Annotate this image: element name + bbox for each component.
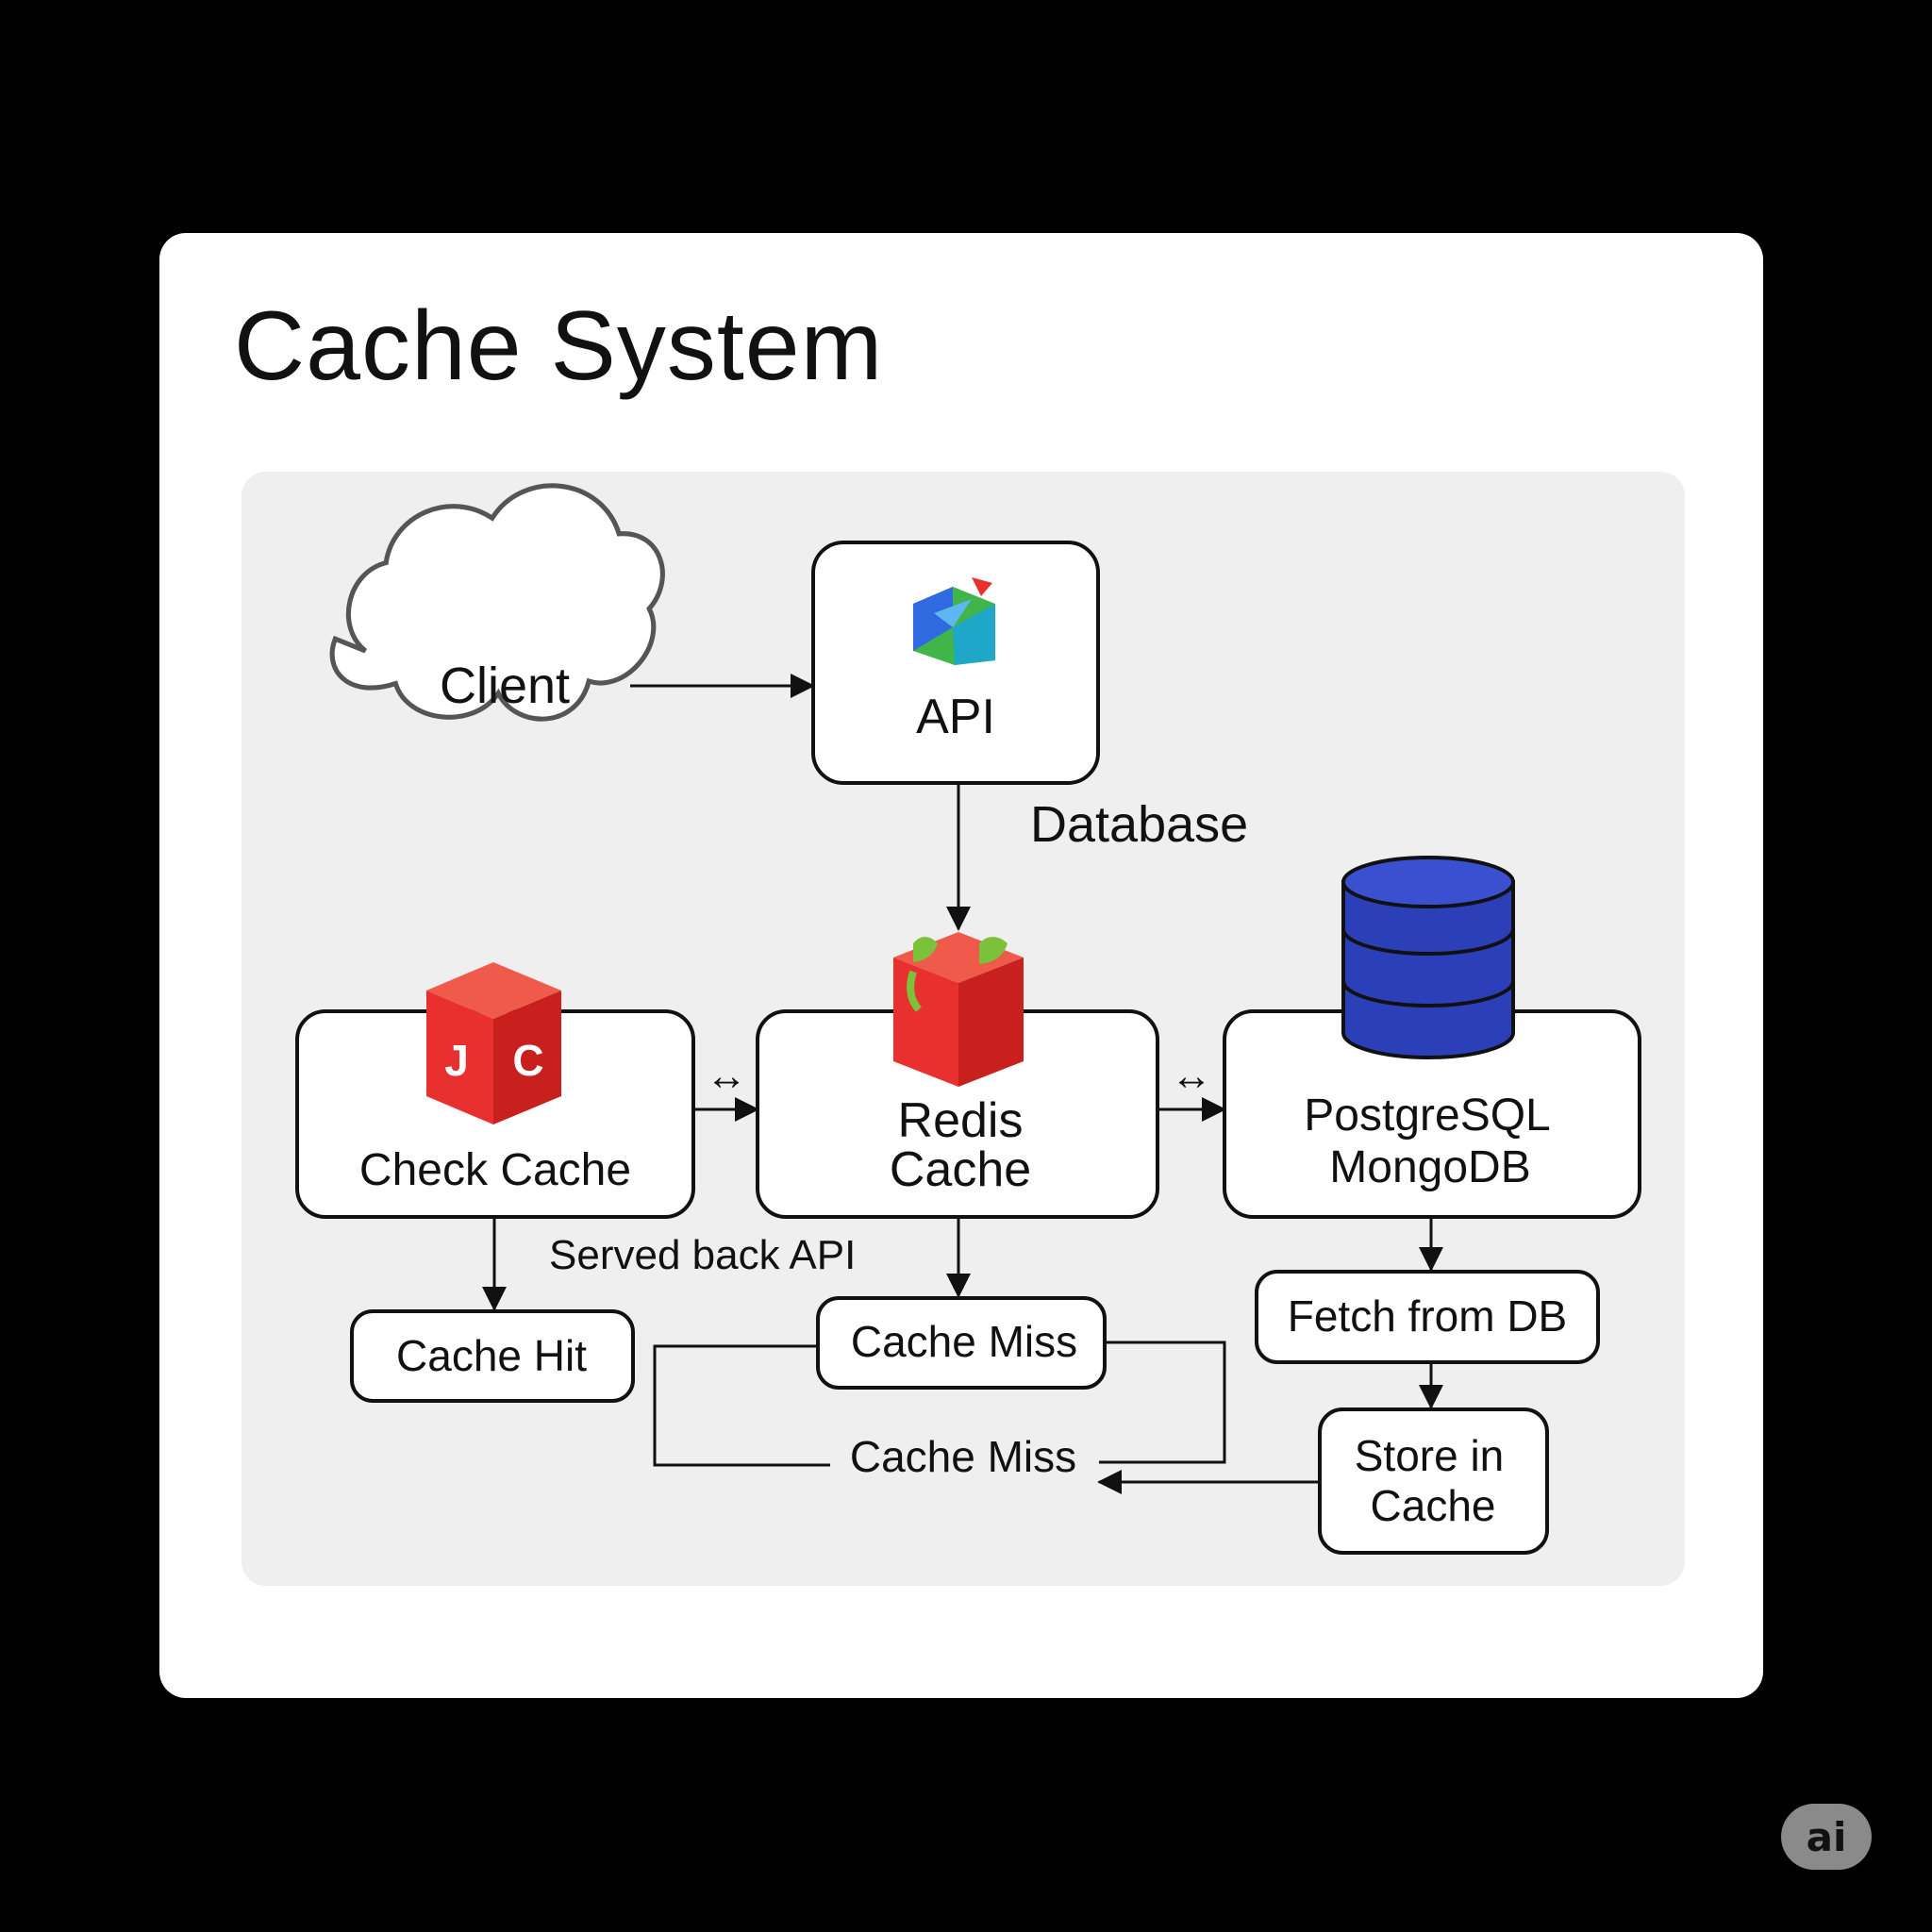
db-label-line1: PostgreSQL: [1304, 1091, 1550, 1141]
api-node: API: [811, 541, 1100, 785]
database-cylinder-icon: [1341, 856, 1515, 1059]
bidirectional-symbol-2: ↔: [1171, 1053, 1212, 1099]
redis-cube-icon: [893, 932, 1024, 1087]
client-label: Client: [440, 658, 570, 714]
svg-text:C: C: [512, 1036, 543, 1085]
ai-badge: ai: [1781, 1804, 1872, 1870]
bidirectional-symbol-1: ↔: [706, 1053, 747, 1099]
store-label-line1: Store in: [1355, 1431, 1505, 1480]
api-cube-icon: [913, 577, 995, 665]
store-label-line2: Cache: [1371, 1481, 1496, 1530]
cache-hit-label: Cache Hit: [396, 1331, 587, 1380]
redis-label-line1: Redis: [898, 1093, 1024, 1148]
svg-text:J: J: [444, 1036, 469, 1085]
client-cloud-shape: [329, 483, 665, 722]
served-back-label: Served back API: [549, 1232, 856, 1278]
client-node: Client: [329, 483, 665, 722]
cache-miss-label: Cache Miss: [851, 1317, 1077, 1366]
cache-miss-loop-label: Cache Miss: [850, 1432, 1076, 1481]
check-cache-node: J C Check Cache: [295, 962, 695, 1219]
cache-hit-box: [350, 1309, 635, 1403]
cache-miss-node: Cache Miss: [816, 1296, 1107, 1390]
page-title: Cache System: [234, 291, 884, 401]
database-edge-label: Database: [1030, 796, 1248, 853]
store-in-cache-node: Store in Cache: [1318, 1407, 1549, 1555]
cache-miss-loop-right: [1099, 1341, 1226, 1464]
redis-node: Redis Cache: [756, 932, 1159, 1219]
db-label-line2: MongoDB: [1329, 1142, 1530, 1192]
fetch-from-db-node: Fetch from DB: [1255, 1270, 1600, 1364]
api-label: API: [916, 690, 995, 744]
fetch-from-db-box: [1255, 1270, 1600, 1364]
cache-hit-node: Cache Hit: [350, 1309, 635, 1403]
database-node: PostgreSQL MongoDB: [1223, 856, 1641, 1219]
fetch-from-db-label: Fetch from DB: [1288, 1291, 1568, 1341]
redis-label-line2: Cache: [890, 1142, 1031, 1197]
check-cache-label: Check Cache: [359, 1145, 631, 1195]
cache-miss-loop-left: [653, 1344, 830, 1467]
red-cube-icon: J C: [426, 962, 561, 1124]
